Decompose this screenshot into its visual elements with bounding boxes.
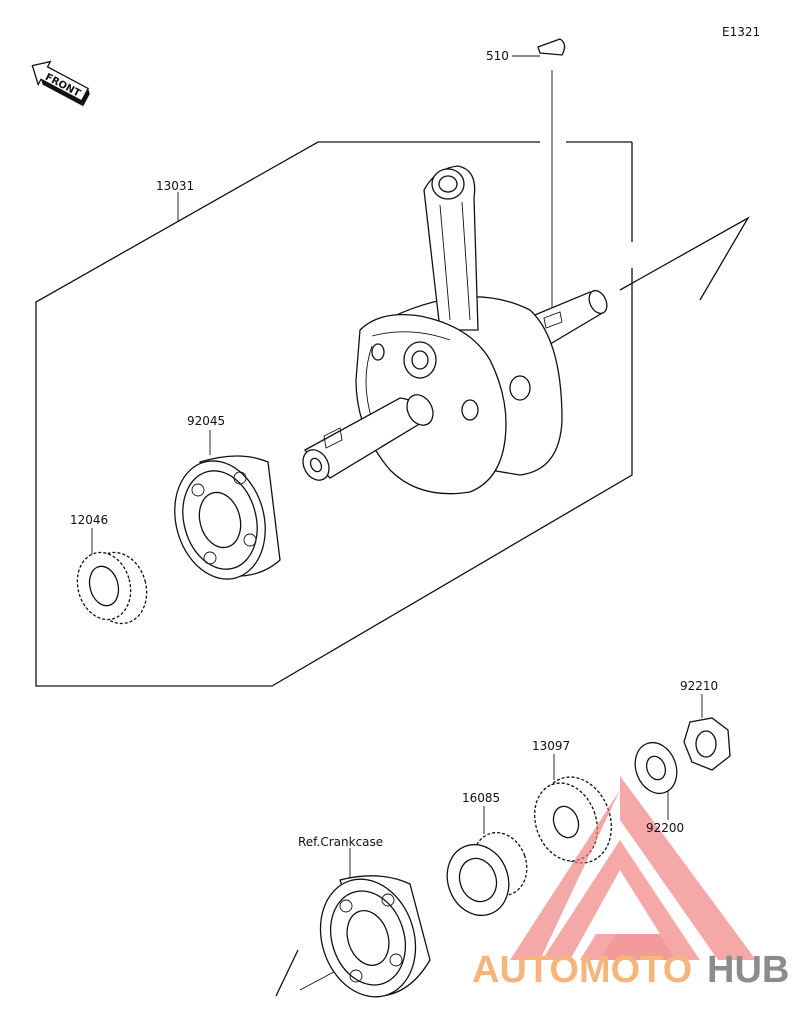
gear-icon <box>76 551 148 625</box>
washer-icon <box>634 741 678 795</box>
part-label-16085: 16085 <box>462 791 500 805</box>
nut-icon <box>683 717 731 771</box>
crankcase-bearing-icon <box>319 875 431 998</box>
watermark-logo-icon <box>510 776 756 960</box>
part-label-510: 510 <box>486 49 509 63</box>
watermark-text-1: AUTOMOTO <box>472 949 692 991</box>
drive-gear-icon <box>534 776 612 864</box>
part-label-13031: 13031 <box>156 179 194 193</box>
part-label-92210: 92210 <box>680 679 718 693</box>
part-label-13097: 13097 <box>532 739 570 753</box>
diagram-code: E1321 <box>722 25 760 39</box>
part-label-12046: 12046 <box>70 513 108 527</box>
collar-gear-icon <box>446 831 528 917</box>
part-label-ref-crankcase: Ref.Crankcase <box>298 835 383 849</box>
crankshaft-icon <box>302 165 608 495</box>
front-arrow-icon: FRONT <box>31 60 90 107</box>
bearing-icon <box>174 455 281 580</box>
assembly-outline <box>35 141 633 687</box>
part-label-92200: 92200 <box>646 821 684 835</box>
part-label-92045: 92045 <box>187 414 225 428</box>
watermark-text-2: HUB <box>707 949 789 991</box>
key-part-icon <box>537 38 566 56</box>
